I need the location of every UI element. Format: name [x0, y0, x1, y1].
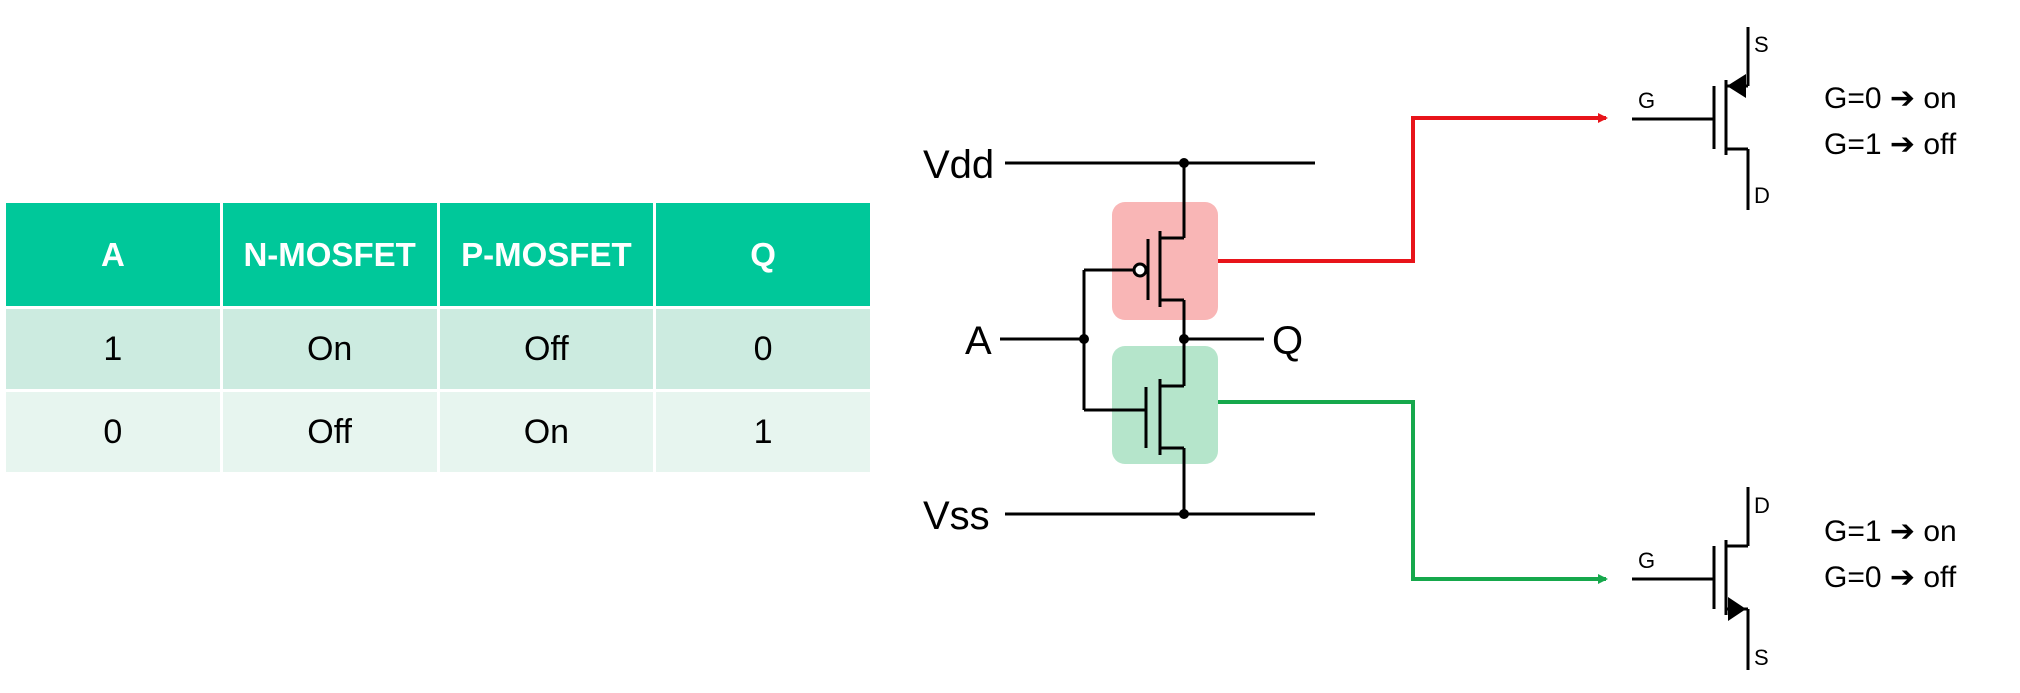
header-p-mosfet: P-MOSFET — [436, 200, 657, 309]
cell-p-mosfet: Off — [436, 306, 657, 392]
pmos-pointer-arrow — [1218, 113, 1608, 263]
nmos-drain-label: D — [1754, 493, 1770, 518]
pmos-source-arrow-icon — [1727, 74, 1746, 98]
nmos-highlight — [1112, 346, 1218, 464]
header-q: Q — [653, 200, 873, 309]
junction-dot-input — [1079, 334, 1089, 344]
pmos-drain-label: D — [1754, 183, 1770, 208]
cell-n-mosfet: On — [219, 306, 440, 392]
pmos-gate-bubble — [1132, 262, 1148, 278]
nmos-source-arrow-icon — [1728, 597, 1746, 621]
pmos-rule-on: G=0 ➔ on — [1824, 82, 1957, 115]
inverter-wiring — [1000, 27, 1750, 670]
pmos-highlight — [1112, 202, 1218, 320]
cell-q: 1 — [653, 389, 873, 475]
cell-a: 0 — [3, 389, 223, 475]
table-row: 1 On Off 0 — [3, 306, 873, 392]
table-header-row: A N-MOSFET P-MOSFET Q — [3, 200, 873, 309]
truth-table: A N-MOSFET P-MOSFET Q 1 On Off 0 0 Off O… — [3, 200, 873, 475]
pmos-gate-label: G — [1638, 88, 1655, 113]
nmos-pointer-arrow — [1218, 400, 1608, 584]
pmos-rule-off: G=1 ➔ off — [1824, 128, 1957, 161]
junction-dot-vss — [1179, 509, 1189, 519]
header-n-mosfet: N-MOSFET — [219, 200, 440, 309]
cell-p-mosfet: On — [436, 389, 657, 475]
junction-dot-output — [1179, 334, 1189, 344]
nmos-gate-label: G — [1638, 548, 1655, 573]
vdd-label: Vdd — [923, 143, 994, 187]
vss-label: Vss — [923, 494, 990, 538]
input-label: A — [965, 319, 992, 363]
cell-n-mosfet: Off — [219, 389, 440, 475]
pmos-source-label: S — [1754, 32, 1769, 57]
nmos-rule-on: G=1 ➔ on — [1824, 515, 1957, 548]
table-row: 0 Off On 1 — [3, 389, 873, 475]
cell-q: 0 — [653, 306, 873, 392]
junction-dot-vdd — [1179, 158, 1189, 168]
nmos-source-label: S — [1754, 645, 1769, 670]
nmos-rule-off: G=0 ➔ off — [1824, 561, 1957, 594]
header-a: A — [3, 200, 223, 309]
output-label: Q — [1272, 319, 1303, 363]
cell-a: 1 — [3, 306, 223, 392]
